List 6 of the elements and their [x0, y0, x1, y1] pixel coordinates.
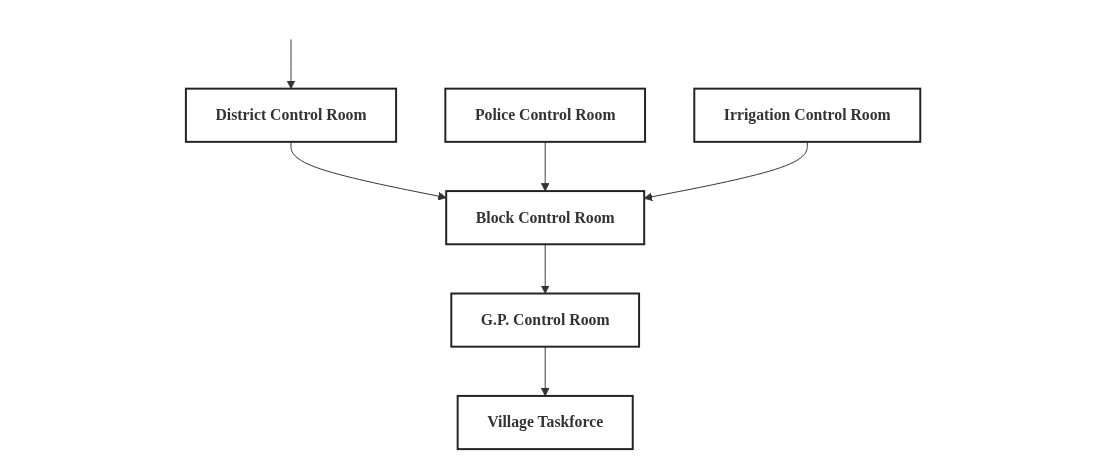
node-box: Police Control Room [444, 87, 646, 143]
node-box: District Control Room [184, 87, 397, 143]
node-box: G.P. Control Room [450, 292, 640, 348]
node-box: Village Taskforce [456, 394, 634, 451]
node-box: Irrigation Control Room [693, 87, 922, 143]
node-box: Block Control Room [445, 190, 646, 246]
